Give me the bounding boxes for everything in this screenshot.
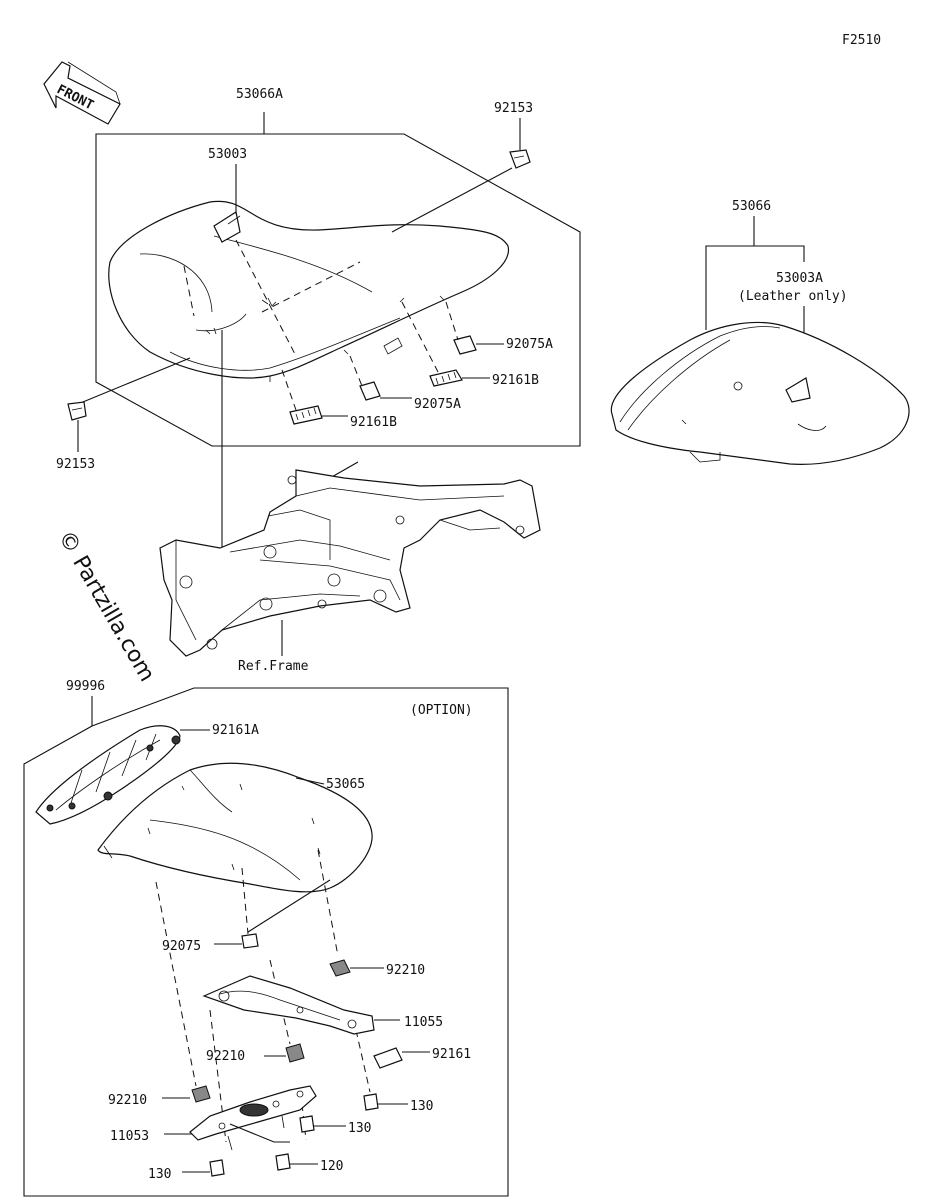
label-option: (OPTION) [410, 703, 473, 718]
front-arrow-icon: FRONT [43, 61, 121, 125]
label-ref-frame: Ref.Frame [238, 659, 309, 674]
label-53003A: 53003A [776, 271, 823, 286]
label-53065: 53065 [326, 777, 365, 792]
label-92075A-1: 92075A [506, 337, 553, 352]
label-92075A-2: 92075A [414, 397, 461, 412]
label-92161A: 92161A [212, 723, 259, 738]
label-53066: 53066 [732, 199, 771, 214]
label-11055: 11055 [404, 1015, 443, 1030]
label-92153-top: 92153 [494, 101, 533, 116]
cowl-frame-99996 [35, 725, 181, 825]
label-92210-b: 92210 [206, 1049, 245, 1064]
nut-92210-c-icon [191, 1085, 211, 1103]
figure-code: F2510 [842, 33, 881, 48]
seat-cowl-53065 [97, 762, 373, 893]
label-120: 120 [320, 1159, 343, 1174]
label-92161B-2: 92161B [350, 415, 397, 430]
nut-92210-b-icon [285, 1043, 305, 1063]
damper-92161B-right-icon [429, 369, 463, 387]
bracket-11055 [202, 975, 375, 1035]
rider-seat [108, 200, 509, 379]
nut-92210-a-icon [329, 959, 351, 977]
label-53066A: 53066A [236, 87, 283, 102]
pillion-seat-53066 [610, 321, 910, 465]
label-53003: 53003 [208, 147, 247, 162]
label-92153-left: 92153 [56, 457, 95, 472]
bolt-130-c-icon [209, 1159, 225, 1177]
label-leather-only: (Leather only) [738, 289, 848, 304]
label-99996: 99996 [66, 679, 105, 694]
label-11053: 11053 [110, 1129, 149, 1144]
watermark: © Partzilla.com [53, 527, 160, 687]
bolt-130-a-icon [363, 1093, 379, 1111]
grommet-92075-icon [241, 933, 259, 949]
label-130-a: 130 [410, 1099, 433, 1114]
plate-11053 [189, 1085, 317, 1151]
damper-92161B-lower-icon [289, 405, 323, 425]
damper-92075A-lower-icon [359, 381, 381, 401]
damper-92161-icon [373, 1047, 403, 1069]
label-92210-a: 92210 [386, 963, 425, 978]
label-92161: 92161 [432, 1047, 471, 1062]
bolt-130-b-icon [299, 1115, 315, 1133]
bolt-92153-left-icon [67, 401, 87, 421]
label-92210-c: 92210 [108, 1093, 147, 1108]
bolt-120-icon [275, 1153, 291, 1171]
label-130-b: 130 [348, 1121, 371, 1136]
ref-frame [159, 469, 541, 657]
bolt-92153-top-icon [509, 149, 531, 169]
label-92161B-1: 92161B [492, 373, 539, 388]
damper-92075A-upper-icon [453, 335, 477, 355]
seat-assembly-53066A [95, 112, 581, 447]
label-92075: 92075 [162, 939, 201, 954]
label-130-c: 130 [148, 1167, 171, 1182]
